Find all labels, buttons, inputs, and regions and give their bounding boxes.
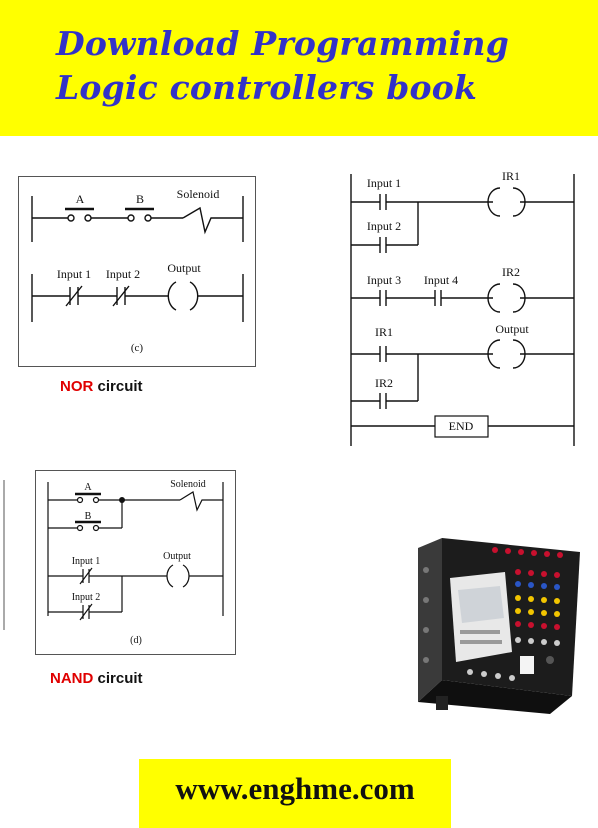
label-b: B (136, 192, 144, 206)
plc-trainer-photo (418, 538, 580, 714)
nand-rest: circuit (93, 670, 143, 687)
label-ir1-contact: IR1 (375, 325, 393, 339)
label-solenoid: Solenoid (170, 479, 206, 490)
label-input-1: Input 1 (72, 556, 101, 567)
label-input-2: Input 2 (367, 219, 401, 233)
title-banner: Download Programming Logic controllers b… (0, 0, 598, 136)
label-input-1: Input 1 (57, 267, 91, 281)
nand-highlight: NAND (50, 670, 94, 687)
caption-c: (c) (131, 342, 144, 354)
banner-title-line1: Download Programming (56, 24, 510, 63)
label-ir1-coil: IR1 (502, 169, 520, 183)
ladder-diagram-right: Input 1 IR1 Input 2 Input 3 Input 4 IR2 … (350, 169, 575, 446)
label-input-3: Input 3 (367, 273, 401, 287)
label-ir2-contact: IR2 (375, 376, 393, 390)
label-b: B (85, 511, 92, 522)
label-input-2: Input 2 (106, 267, 140, 281)
caption-d: (d) (130, 635, 142, 646)
ladder-diagram-d: A B Solenoid Input 1 Output Input 2 (d) (3, 470, 236, 655)
label-input-1: Input 1 (367, 176, 401, 190)
label-a: A (84, 482, 92, 493)
label-input-4: Input 4 (424, 273, 458, 287)
nor-circuit-label: NOR circuit (60, 378, 143, 393)
nor-highlight: NOR (60, 378, 94, 393)
website-url[interactable]: www.enghme.com (175, 771, 415, 806)
banner-title-line2: Logic controllers book (56, 68, 478, 107)
label-output: Output (495, 322, 529, 336)
nor-rest: circuit (93, 378, 143, 393)
website-footer: www.enghme.com (139, 759, 451, 828)
label-input-2: Input 2 (72, 592, 101, 603)
label-a: A (76, 192, 85, 206)
label-output: Output (167, 261, 201, 275)
label-solenoid: Solenoid (177, 187, 220, 201)
nand-circuit-label: NAND circuit (50, 670, 143, 687)
label-ir2-coil: IR2 (502, 265, 520, 279)
label-end: END (449, 419, 474, 433)
ladder-diagram-c: A B Solenoid Input 1 Input 2 Output (c) (18, 176, 256, 367)
label-output: Output (163, 551, 191, 562)
